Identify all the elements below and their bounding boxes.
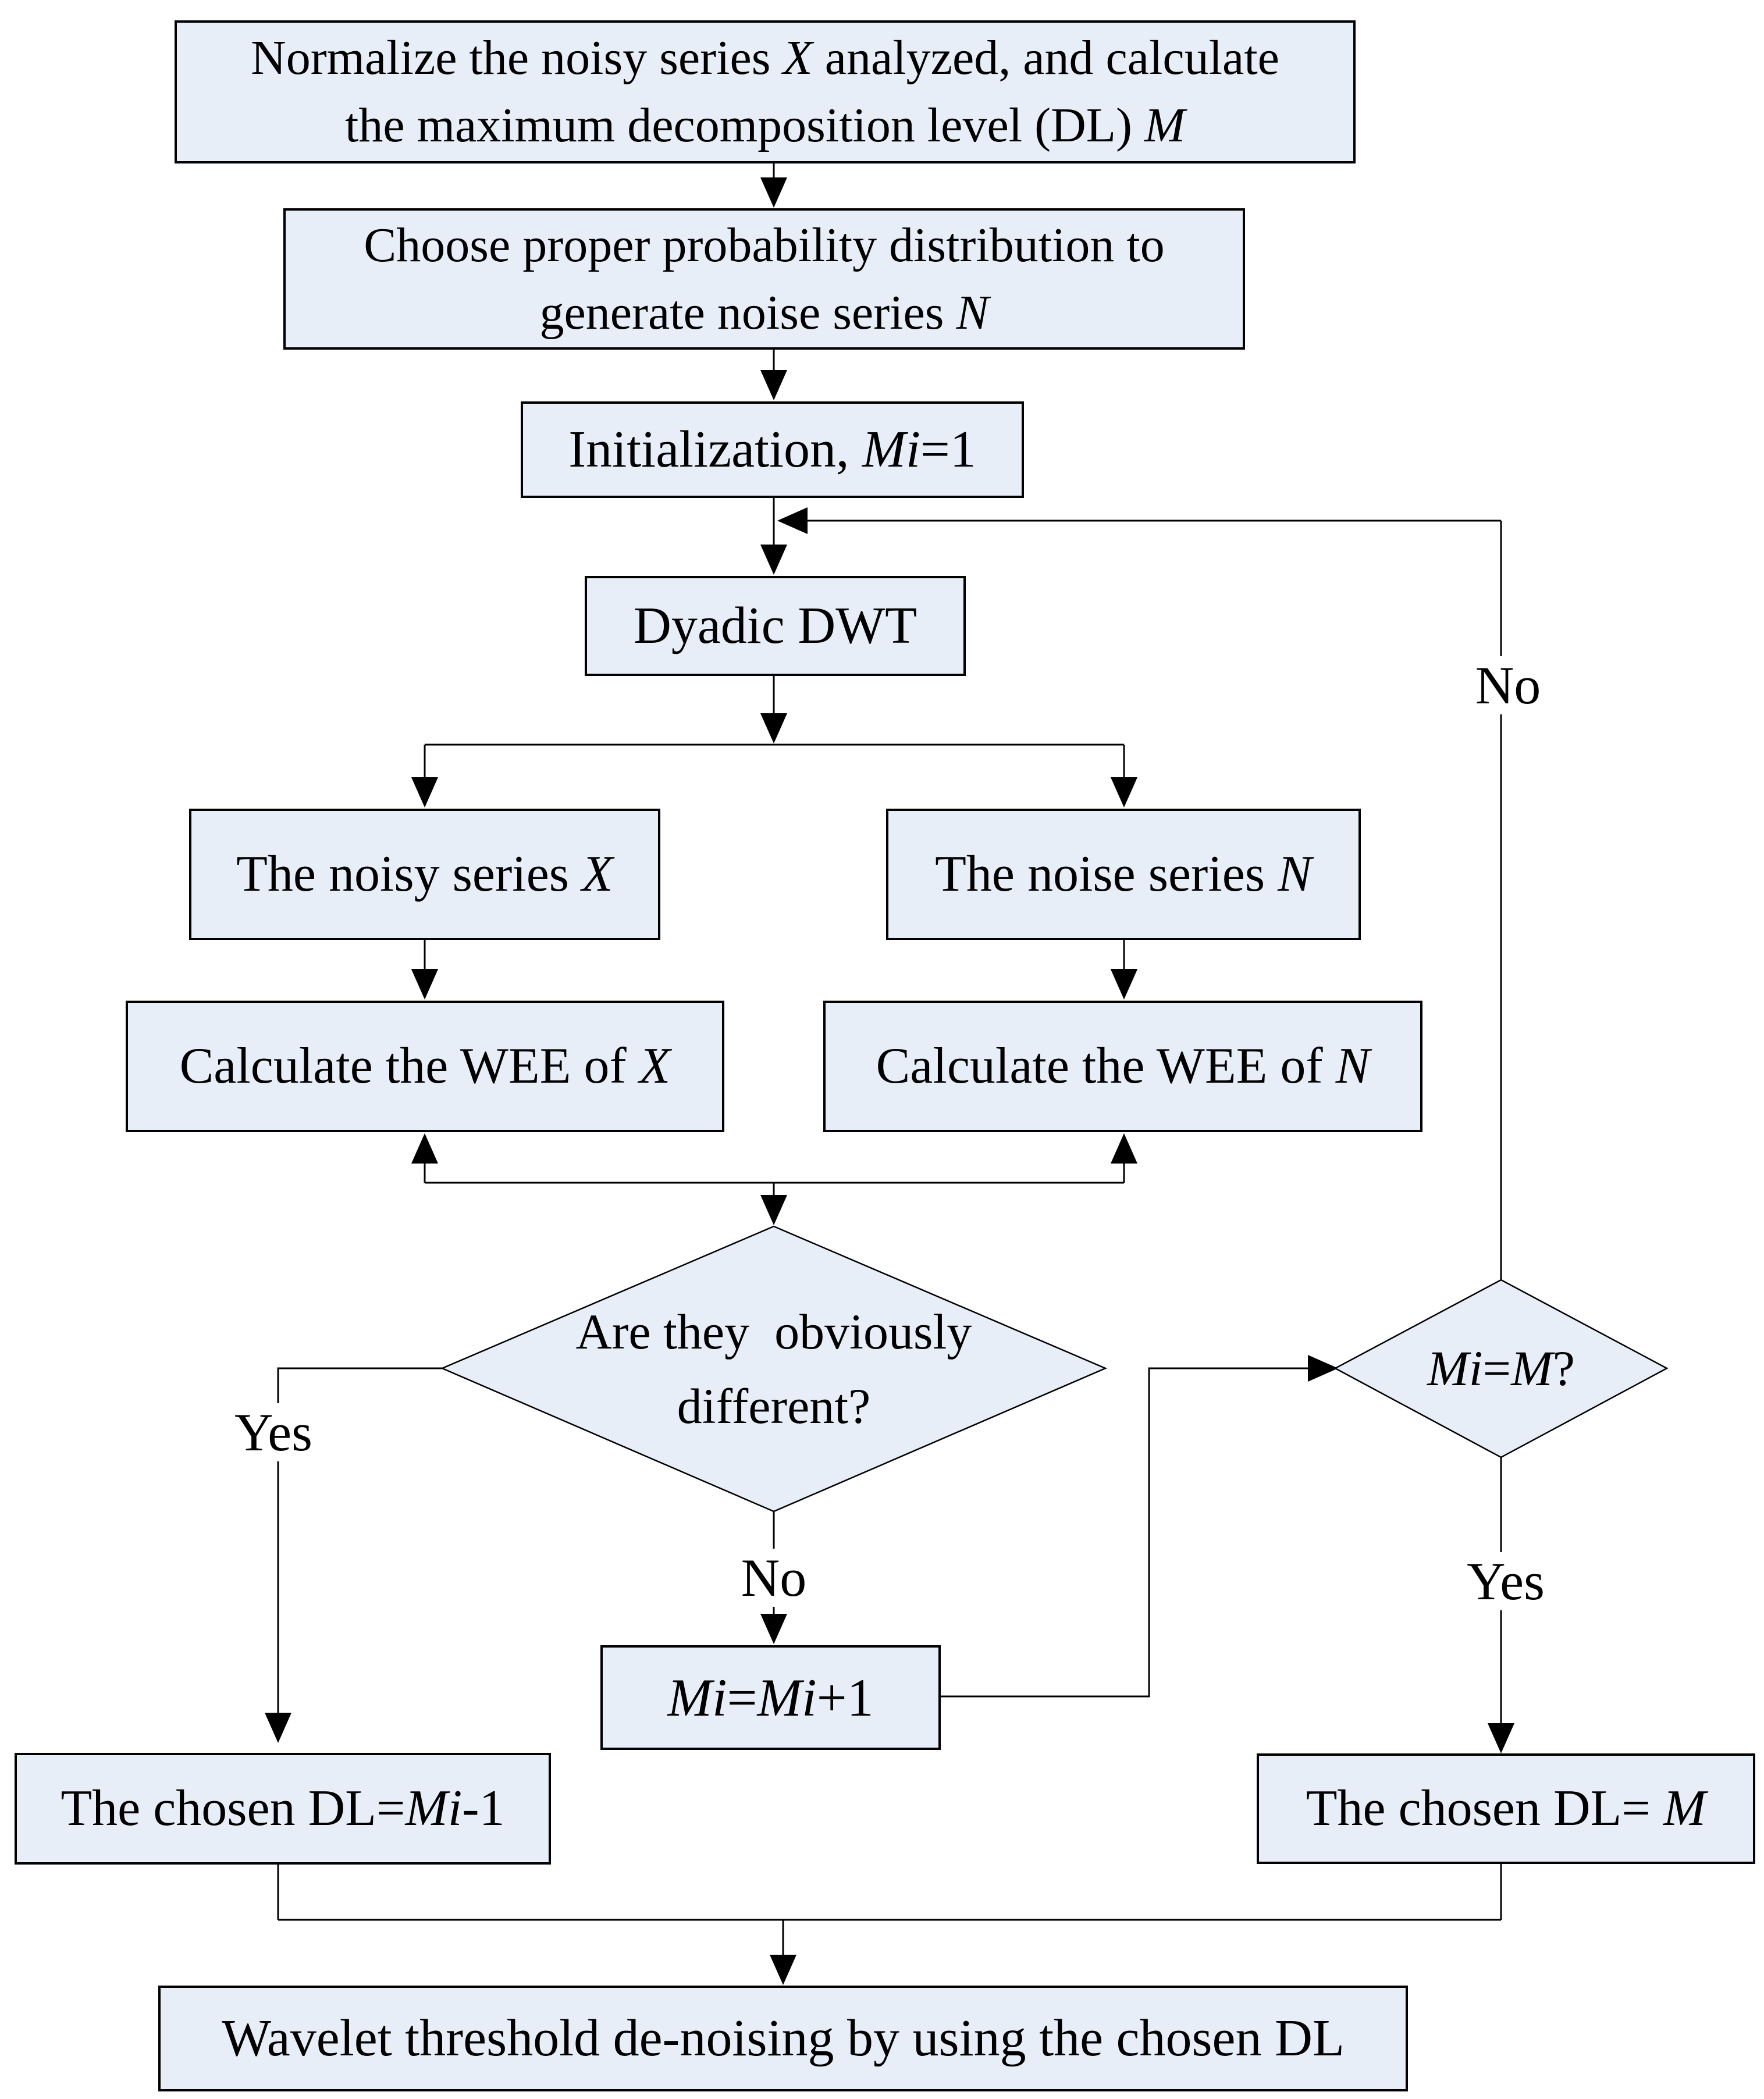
node-text-line: Mi=Mi+1 (667, 1666, 873, 1730)
decision-max-level-label: Mi=M? (1367, 1328, 1635, 1409)
arrowhead-down-icon (411, 777, 438, 807)
text-part: ? (1552, 1340, 1575, 1396)
arrowhead-down-icon (1111, 777, 1137, 807)
node-increment-mi: Mi=Mi+1 (600, 1645, 941, 1750)
text-part: N (956, 285, 989, 340)
text-part: The chosen DL= (61, 1780, 406, 1837)
node-wavelet-denoising: Wavelet threshold de-noising by using th… (158, 1986, 1408, 2091)
arrowhead-down-icon (265, 1713, 291, 1743)
text-part: Mi (1427, 1340, 1483, 1396)
node-wee-of-x: Calculate the WEE of X (126, 1001, 724, 1132)
node-text-line: Dyadic DWT (634, 594, 917, 658)
decision-different-label: Are they obviously different? (512, 1283, 1036, 1454)
arrowhead-down-icon (1488, 1723, 1514, 1753)
node-text-line: The noise series N (935, 844, 1312, 905)
decision-diamond-different (440, 1225, 1108, 1513)
text-part: N (1335, 1038, 1370, 1094)
node-initialization: Initialization, Mi=1 (521, 401, 1024, 498)
node-text-line: The chosen DL=Mi-1 (61, 1778, 504, 1840)
arrowhead-right-icon (1308, 1355, 1338, 1382)
text-part: X (783, 31, 813, 85)
text-part: M (1511, 1340, 1553, 1396)
node-chosen-dl-mi-minus-1: The chosen DL=Mi-1 (15, 1753, 551, 1865)
text-part: Mi (667, 1668, 727, 1727)
node-text-line: The noisy series X (236, 844, 613, 905)
node-text-line: Choose proper probability distribution t… (364, 212, 1165, 279)
node-text-line: Calculate the WEE of N (876, 1036, 1370, 1097)
arrowhead-down-icon (760, 1195, 787, 1225)
text-part: The chosen DL= (1306, 1780, 1663, 1837)
label-no-loop: No (1467, 656, 1549, 714)
arrowhead-down-icon (1111, 969, 1137, 999)
node-text-line: Calculate the WEE of X (180, 1036, 671, 1097)
label-yes-right: Yes (1459, 1552, 1553, 1610)
arrowhead-down-icon (760, 177, 787, 208)
text-part: -1 (462, 1780, 505, 1837)
text-part: Mi (405, 1780, 463, 1837)
text-part: Calculate the WEE of (179, 1038, 639, 1094)
decision-diamond-max-level (1333, 1279, 1669, 1458)
node-text-line: the maximum decomposition level (DL) M (345, 92, 1185, 159)
node-noise-series-n: The noise series N (886, 809, 1361, 940)
node-choose-distribution: Choose proper probability distribution t… (283, 208, 1245, 350)
text-part: Dyadic DWT (633, 597, 917, 654)
text-part: M (1663, 1780, 1706, 1837)
text-part: Normalize the noisy series (251, 31, 783, 85)
text-part: N (1278, 846, 1312, 902)
text-part: M (1144, 98, 1185, 152)
text-part: generate noise series (539, 285, 956, 340)
node-text-line: The chosen DL= M (1306, 1778, 1706, 1840)
text-part: Calculate the WEE of (876, 1038, 1336, 1094)
arrowhead-down-icon (760, 713, 787, 743)
arrowhead-down-icon (760, 1614, 787, 1644)
text-part: = (1482, 1340, 1512, 1396)
label-no-bottom: No (732, 1549, 815, 1607)
text-part: analyzed, and calculate (812, 31, 1279, 85)
text-part: Choose proper probability distribution t… (364, 218, 1165, 272)
node-text-line: Normalize the noisy series X analyzed, a… (251, 24, 1279, 92)
text-part: +1 (816, 1668, 874, 1727)
label-yes-left: Yes (226, 1403, 321, 1461)
arrowhead-left-icon (777, 507, 808, 534)
text-part: = (727, 1668, 757, 1727)
node-wee-of-n: Calculate the WEE of N (823, 1001, 1422, 1132)
text-part: the maximum decomposition level (DL) (344, 98, 1145, 152)
arrowhead-up-icon (1111, 1133, 1137, 1164)
arrowhead-down-icon (760, 545, 787, 575)
arrowhead-down-icon (770, 1955, 796, 1985)
text-part: Mi (757, 1668, 817, 1727)
node-text-line: Initialization, Mi=1 (568, 418, 976, 482)
node-text-line: Wavelet threshold de-noising by using th… (222, 2006, 1345, 2070)
text-part: Initialization, (568, 421, 863, 478)
node-chosen-dl-m: The chosen DL= M (1257, 1753, 1755, 1864)
node-dyadic-dwt: Dyadic DWT (585, 576, 966, 676)
arrowhead-down-icon (411, 969, 438, 999)
text-part: Wavelet threshold de-noising by using th… (222, 2009, 1345, 2067)
node-text-line: Mi=M? (1427, 1331, 1575, 1406)
text-part: =1 (920, 421, 976, 478)
node-text-line: different? (677, 1378, 871, 1434)
text-part: The noise series (935, 846, 1278, 902)
node-normalize: Normalize the noisy series X analyzed, a… (175, 20, 1356, 163)
node-noisy-series-x: The noisy series X (189, 809, 660, 940)
text-part: X (639, 1038, 671, 1094)
text-part: Mi (862, 421, 921, 478)
node-text-line: generate noise series N (539, 279, 988, 347)
arrowhead-up-icon (411, 1133, 438, 1164)
edge-increment-decisionmax (941, 1367, 1308, 1698)
node-text-line: Are they obviously (575, 1303, 972, 1360)
arrowhead-down-icon (760, 370, 787, 400)
text-part: The noisy series (236, 846, 582, 902)
text-part: X (582, 846, 613, 902)
edge-yes-left-branch (277, 1367, 442, 1713)
